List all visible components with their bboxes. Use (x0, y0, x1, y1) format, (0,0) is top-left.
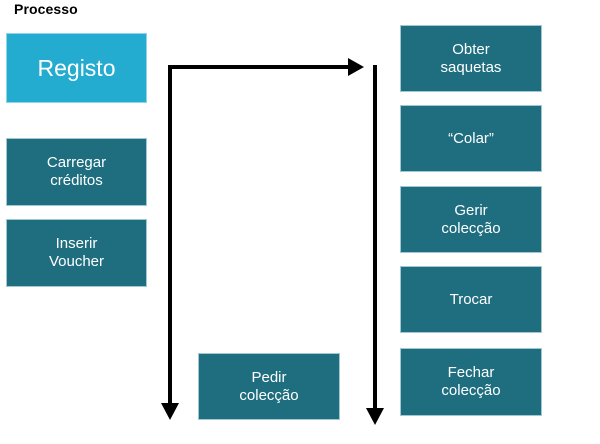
node-registo-label: Registo (37, 55, 116, 81)
connector-vertical-left (168, 65, 172, 405)
node-fechar-coleccao[interactable]: Fechar colecção (400, 348, 542, 416)
node-fechar-coleccao-label: Fechar colecção (441, 364, 501, 399)
arrowhead-down-left (161, 403, 179, 420)
node-gerir-coleccao-label: Gerir colecção (441, 201, 501, 237)
node-registo[interactable]: Registo (6, 33, 147, 103)
connector-vertical-right (373, 65, 377, 410)
node-colar-label: “Colar” (448, 129, 494, 147)
node-gerir-coleccao[interactable]: Gerir colecção (400, 186, 542, 253)
node-trocar-label: Trocar (449, 290, 493, 308)
node-carregar-creditos-label: Carregar créditos (46, 154, 107, 189)
node-obter-saquetas-label: Obter saquetas (440, 40, 502, 76)
node-inserir-voucher-label: Inserir Voucher (48, 235, 105, 270)
node-pedir-coleccao-label: Pedir colecção (239, 368, 299, 404)
node-colar[interactable]: “Colar” (400, 105, 542, 172)
node-pedir-coleccao[interactable]: Pedir colecção (198, 353, 340, 420)
connector-horizontal-top (168, 65, 350, 69)
node-obter-saquetas[interactable]: Obter saquetas (400, 25, 542, 92)
arrowhead-right-top (348, 58, 364, 76)
arrowhead-down-right (366, 408, 384, 425)
page-title: Processo (14, 1, 78, 17)
node-carregar-creditos[interactable]: Carregar créditos (6, 138, 147, 206)
node-trocar[interactable]: Trocar (400, 266, 542, 333)
node-inserir-voucher[interactable]: Inserir Voucher (6, 219, 147, 287)
